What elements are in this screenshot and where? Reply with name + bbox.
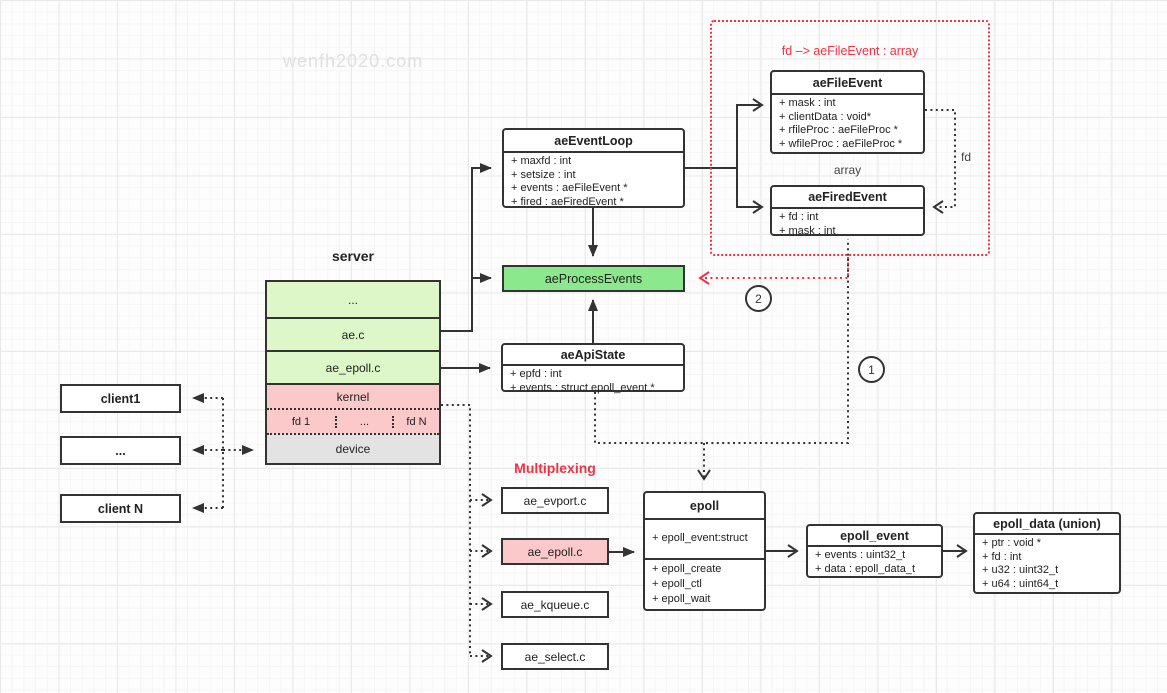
aeprocessevents-node: aeProcessEvents bbox=[502, 265, 685, 292]
class-aefiredevent: aeFiredEvent + fd : int + mask : int bbox=[770, 185, 925, 237]
class-aefileevent: aeFileEvent + mask : int + clientData : … bbox=[770, 70, 925, 154]
field: + epoll_ctl bbox=[652, 578, 702, 590]
connector-aec-to-aeeventloop bbox=[441, 163, 492, 332]
field: + epoll_event:struct bbox=[652, 532, 748, 545]
field: + fired : aeFiredEvent * bbox=[511, 195, 624, 208]
mux-aeepollc-box: ae_epoll.c bbox=[501, 538, 609, 565]
field: + u32 : uint32_t bbox=[982, 564, 1059, 577]
class-title: aeApiState bbox=[503, 345, 683, 366]
mux-aeselectc-box: ae_select.c bbox=[501, 643, 609, 670]
fd-cell-mid: ... bbox=[337, 415, 394, 428]
class-aeeventloop: aeEventLoop + maxfd : int + setsize : in… bbox=[502, 128, 685, 208]
clientn-box: client N bbox=[60, 494, 181, 523]
field: + clientData : void* bbox=[779, 110, 872, 123]
field: + data : epoll_data_t bbox=[815, 562, 915, 575]
server-layer-top: ... bbox=[267, 282, 439, 317]
field: + rfileProc : aeFileProc * bbox=[779, 124, 898, 137]
class-title: epoll_event bbox=[808, 526, 941, 547]
connector-redgroup-to-aeprocessevents bbox=[698, 257, 849, 285]
field: + events : aeFileEvent * bbox=[511, 182, 628, 195]
field: + mask : int bbox=[779, 224, 836, 237]
field: + fd : int bbox=[779, 211, 819, 223]
field: + epfd : int bbox=[510, 368, 562, 380]
class-epoll: epoll + epoll_event:struct + epoll_creat… bbox=[643, 491, 766, 611]
epoll-methods-section: + epoll_create + epoll_ctl + epoll_wait bbox=[645, 560, 764, 609]
field: + events : uint32_t bbox=[815, 549, 906, 561]
field: + fd : int bbox=[982, 550, 1022, 563]
field: + epoll_wait bbox=[652, 593, 711, 605]
field: + u64 : uint64_t bbox=[982, 577, 1059, 590]
watermark: wenfh2020.com bbox=[283, 51, 424, 71]
field: + events : struct epoll_event * bbox=[510, 381, 655, 394]
server-layer-kernel: kernel bbox=[267, 383, 439, 408]
server-layer-aec: ae.c bbox=[267, 317, 439, 350]
class-title: aeFileEvent bbox=[772, 72, 923, 95]
field: + maxfd : int bbox=[511, 155, 572, 167]
epoll-struct-section: + epoll_event:struct bbox=[645, 520, 764, 560]
multiplexing-label: Multiplexing bbox=[514, 460, 596, 476]
array-label: array bbox=[833, 163, 862, 177]
step-badge-1: 1 bbox=[858, 356, 885, 383]
server-layer-aeepollc: ae_epoll.c bbox=[267, 350, 439, 383]
client1-box: client1 bbox=[60, 384, 181, 413]
red-group-box bbox=[710, 20, 990, 256]
connector-kernel-mux-bus bbox=[441, 404, 471, 656]
field: + epoll_create bbox=[652, 563, 722, 575]
server-stack: ... ae.c ae_epoll.c kernel fd 1 ... fd N… bbox=[265, 280, 441, 465]
class-title: aeFiredEvent bbox=[772, 187, 923, 209]
field: + ptr : void * bbox=[982, 537, 1042, 549]
class-title: epoll bbox=[645, 493, 764, 520]
field: + setsize : int bbox=[511, 168, 576, 181]
fd-cell-1: fd 1 bbox=[267, 415, 337, 428]
server-title: server bbox=[331, 248, 375, 264]
class-epolldata: epoll_data (union) + ptr : void * + fd :… bbox=[973, 512, 1121, 594]
red-group-title: fd –> aeFileEvent : array bbox=[781, 44, 919, 58]
class-epollevent: epoll_event + events : uint32_t + data :… bbox=[806, 524, 943, 578]
server-layer-device: device bbox=[267, 433, 439, 463]
field: + mask : int bbox=[779, 97, 836, 109]
step-badge-2: 2 bbox=[745, 285, 772, 312]
server-fd-row: fd 1 ... fd N bbox=[267, 408, 439, 433]
mux-aeevportc-box: ae_evport.c bbox=[501, 487, 609, 514]
field: + wfileProc : aeFileProc * bbox=[779, 137, 903, 150]
fd-cell-n: fd N bbox=[406, 415, 427, 428]
class-title: aeEventLoop bbox=[504, 130, 683, 153]
fd-label: fd bbox=[961, 150, 972, 164]
client-mid-box: ... bbox=[60, 436, 181, 465]
mux-aekqueuec-box: ae_kqueue.c bbox=[501, 591, 609, 618]
class-title: epoll_data (union) bbox=[975, 514, 1119, 535]
class-aeapistate: aeApiState + epfd : int + events : struc… bbox=[501, 343, 685, 394]
